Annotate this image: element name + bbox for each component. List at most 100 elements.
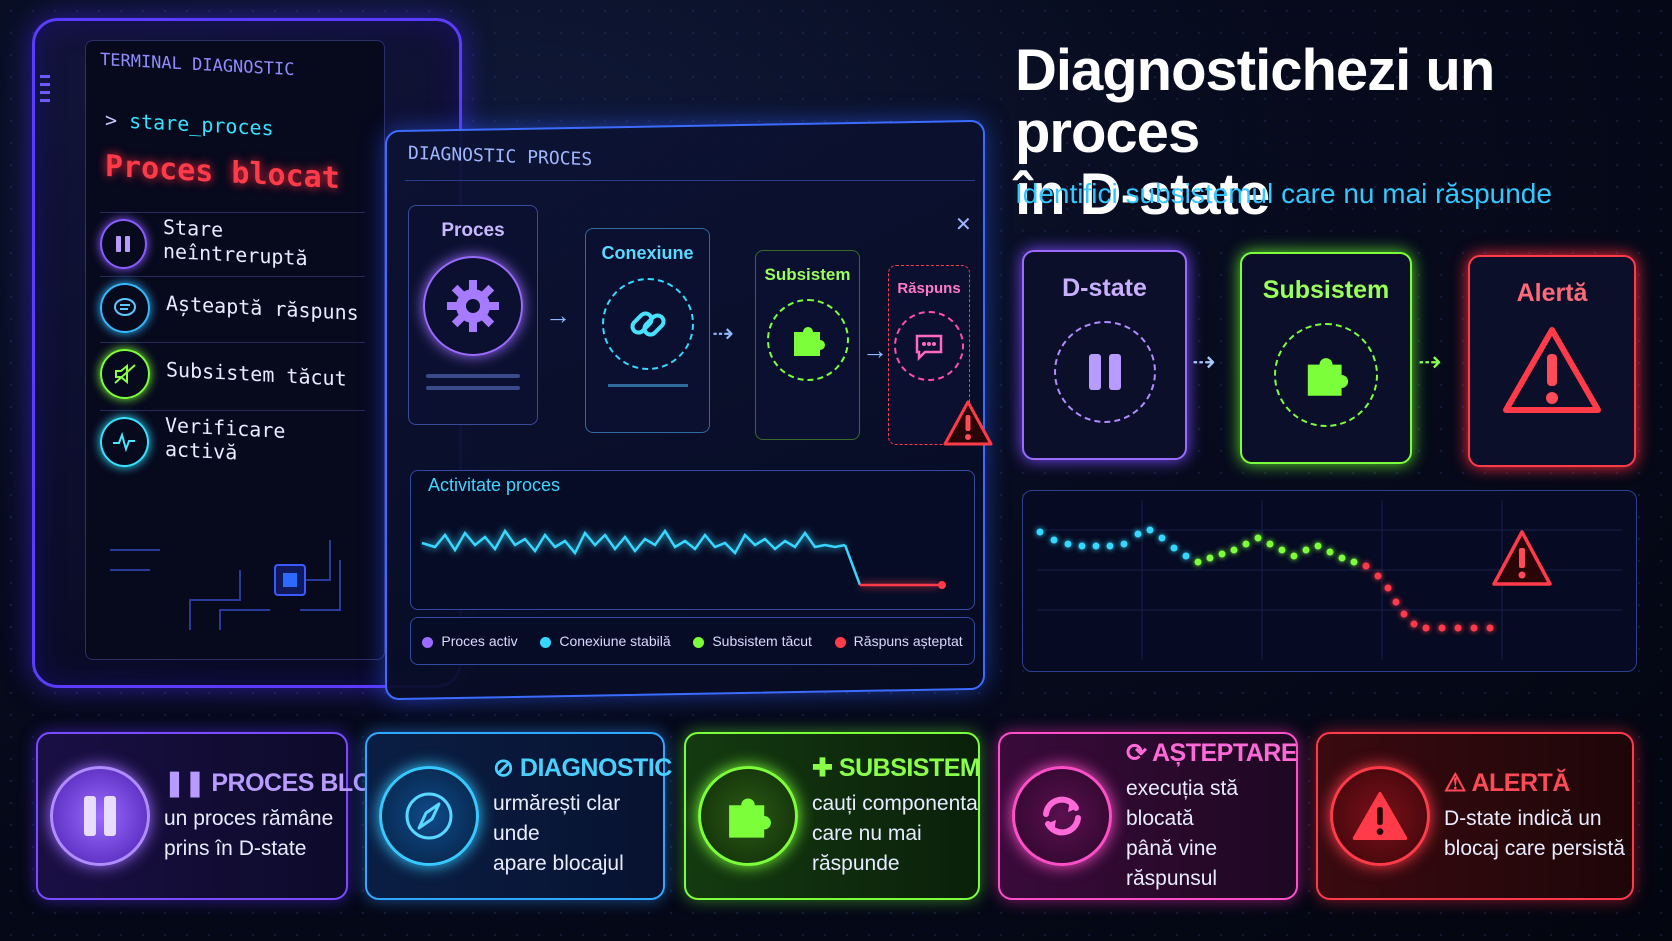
terminal-item-label: Așteaptă răspuns (166, 290, 359, 325)
card-title: ✚ SUBSISTEM (812, 754, 981, 782)
trend-dot (1194, 558, 1202, 566)
trend-chart (1036, 500, 1622, 660)
card-title: ⟳ AȘTEPTARE (1126, 739, 1298, 767)
dotted-arrow-icon: ⇢ (1418, 346, 1442, 377)
dotted-arrow-icon: ⇢ (712, 318, 734, 348)
trend-dot (1410, 620, 1418, 628)
trend-dot (1438, 624, 1446, 632)
link-icon (601, 278, 694, 370)
state-card-dstate[interactable]: D-state (1022, 250, 1187, 460)
trend-dot (1050, 536, 1058, 544)
trend-dot (1278, 546, 1286, 554)
page-subtitle: Identifici subsistemul care nu mai răspu… (1015, 178, 1552, 209)
trend-dot (1392, 598, 1400, 606)
trend-dot (1134, 530, 1142, 538)
terminal-item-silent[interactable]: Subsistem tăcut (100, 342, 365, 404)
trend-dot (1338, 554, 1346, 562)
trend-dot (1242, 540, 1250, 548)
terminal-grip (40, 70, 50, 110)
trend-dot (1092, 542, 1100, 550)
trend-dot (1146, 526, 1154, 534)
diagnostic-divider (405, 180, 975, 181)
terminal-screen (85, 40, 385, 660)
progress-line (426, 374, 520, 378)
trend-dot (1314, 542, 1322, 550)
puzzle-icon (766, 299, 849, 381)
warning-icon (1330, 766, 1430, 866)
trend-dot (1170, 544, 1178, 552)
trend-dot (1302, 546, 1310, 554)
terminal-item-label: Subsistem tăcut (166, 356, 347, 391)
warning-icon (942, 398, 994, 453)
pause-icon (50, 766, 150, 866)
trend-dot (1486, 624, 1494, 632)
warning-icon (1500, 322, 1604, 423)
legend-item: Proces activ (422, 633, 518, 649)
dotted-arrow-icon: ⇢ (1192, 346, 1216, 377)
trend-dot (1206, 554, 1214, 562)
trend-dot (1362, 562, 1370, 570)
activity-waveform (421, 528, 946, 589)
legend: Proces activ Conexiune stabilă Subsistem… (410, 617, 975, 665)
card-title: ⚠ ALERTĂ (1444, 769, 1570, 797)
terminal-item-active-check[interactable]: Verificare activă (100, 410, 365, 472)
trend-dot (1158, 534, 1166, 542)
close-icon[interactable]: ✕ (955, 214, 972, 236)
flow-card-label: Răspuns (897, 280, 961, 297)
trend-dot (1290, 552, 1298, 560)
trend-dot (1422, 624, 1430, 632)
terminal-item-waiting[interactable]: Așteaptă răspuns (100, 276, 365, 338)
pause-icon (1053, 321, 1156, 423)
trend-dot (1106, 542, 1114, 550)
chat-icon (100, 282, 150, 333)
refresh-icon (1012, 766, 1112, 866)
trend-dot (1470, 624, 1478, 632)
circuit-decoration (110, 540, 341, 630)
trend-dot (1218, 550, 1226, 558)
state-card-label: Alertă (1516, 279, 1588, 307)
flow-card-label: Conexiune (601, 243, 694, 263)
terminal-item-label: Stare neîntreruptă (162, 214, 308, 270)
activity-title: Activitate proces (428, 475, 561, 495)
flow-card-proces[interactable]: Proces (408, 205, 538, 425)
terminal-item-uninterruptible[interactable]: Stare neîntreruptă (100, 212, 365, 274)
mute-icon (100, 348, 150, 399)
trend-dot (1350, 558, 1358, 566)
trend-dot (1036, 528, 1044, 536)
state-card-alerta[interactable]: Alertă (1468, 255, 1636, 467)
progress-line (426, 386, 520, 390)
state-card-subsistem[interactable]: Subsistem (1240, 252, 1412, 464)
legend-item: Subsistem tăcut (693, 633, 812, 649)
compass-icon (379, 766, 479, 866)
puzzle-icon (698, 766, 798, 866)
flow-card-conexiune[interactable]: Conexiune (585, 228, 710, 433)
warning-icon (1492, 530, 1552, 586)
legend-item: Conexiune stabilă (540, 633, 671, 649)
trend-dot (1266, 540, 1274, 548)
pause-icon (100, 218, 147, 269)
state-card-label: Subsistem (1262, 276, 1390, 304)
gear-icon (423, 256, 523, 356)
trend-dot (1078, 542, 1086, 550)
flow-card-raspuns[interactable]: Răspuns (888, 265, 970, 445)
trend-dot (1384, 584, 1392, 592)
pulse-icon (100, 416, 149, 467)
arrow-icon: → (862, 335, 888, 365)
trend-dot (1400, 610, 1408, 618)
title-line-1: Diagnostichezi un proces (1015, 38, 1495, 165)
flow-card-subsistem[interactable]: Subsistem (755, 250, 860, 440)
legend-item: Răspuns așteptat (834, 633, 963, 649)
puzzle-icon (1274, 323, 1378, 427)
trend-dot (1182, 552, 1190, 560)
terminal-item-label: Verificare activă (164, 412, 286, 465)
